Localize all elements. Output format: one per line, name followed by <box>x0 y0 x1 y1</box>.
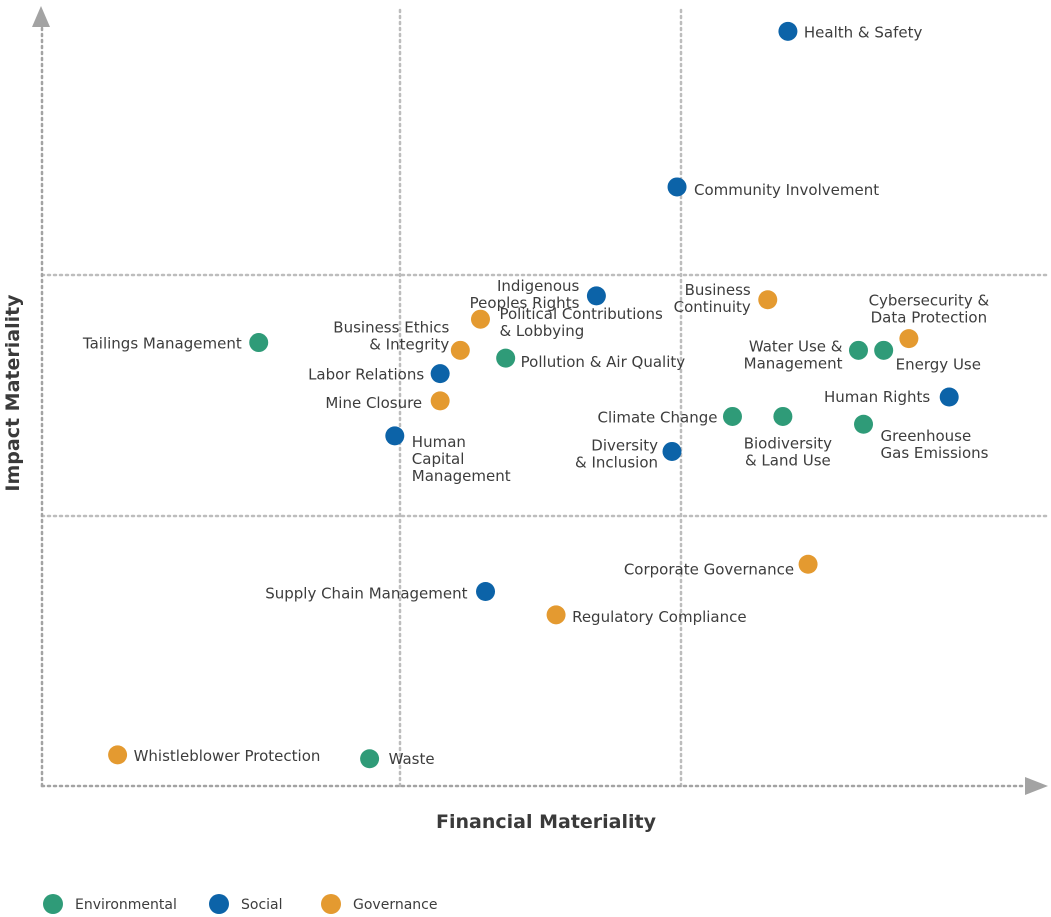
point-indigenous-peoples-rights <box>586 286 606 306</box>
point-labor-relations <box>430 364 450 384</box>
point-whistleblower-protection <box>108 745 128 765</box>
point-label-water-use-and-management: Water Use &Management <box>744 337 843 372</box>
point-label-biodiversity-and-land-use: Biodiversity& Land Use <box>744 434 832 469</box>
y-axis-arrow-icon <box>32 6 50 27</box>
point-biodiversity-and-land-use <box>773 406 793 426</box>
point-supply-chain-management <box>476 582 496 601</box>
point-label-regulatory-compliance: Regulatory Compliance <box>572 608 747 626</box>
point-water-use-and-management <box>848 340 868 360</box>
point-tailings-management <box>249 333 269 353</box>
point-label-mine-closure: Mine Closure <box>325 394 422 412</box>
point-label-pollution-and-air-quality: Pollution & Air Quality <box>521 353 686 371</box>
point-community-involvement <box>667 177 687 197</box>
legend-label-governance: Governance <box>353 897 437 913</box>
point-label-energy-use: Energy Use <box>896 355 981 373</box>
point-health-and-safety <box>778 21 798 41</box>
point-label-business-ethics-and-integrity: Business Ethics& Integrity <box>333 318 449 353</box>
point-human-rights <box>939 387 959 407</box>
legend-swatch-social <box>209 894 229 914</box>
point-label-human-rights: Human Rights <box>824 388 930 406</box>
x-axis-arrow-icon <box>1025 777 1048 795</box>
point-climate-change <box>722 406 742 426</box>
point-label-diversity-and-inclusion: Diversity& Inclusion <box>575 436 658 471</box>
point-label-labor-relations: Labor Relations <box>308 366 424 384</box>
point-label-climate-change: Climate Change <box>598 408 718 426</box>
x-axis-title: Financial Materiality <box>436 811 657 833</box>
point-corporate-governance <box>798 554 818 574</box>
point-label-cybersecurity-and-data-protection: Cybersecurity &Data Protection <box>869 292 990 327</box>
point-energy-use <box>874 340 894 360</box>
point-label-corporate-governance: Corporate Governance <box>624 560 794 578</box>
legend-label-social: Social <box>241 897 283 913</box>
point-label-community-involvement: Community Involvement <box>694 181 879 199</box>
legend-swatch-environmental <box>43 894 63 914</box>
point-pollution-and-air-quality <box>496 348 516 368</box>
point-label-supply-chain-management: Supply Chain Management <box>265 585 467 603</box>
point-business-ethics-and-integrity <box>450 340 470 360</box>
y-axis-title: Impact Materiality <box>2 294 24 492</box>
point-greenhouse-gas-emissions <box>854 414 874 434</box>
legend: Environmental Social Governance <box>43 894 437 914</box>
point-political-contributions-and-lobbying <box>470 309 490 329</box>
point-label-whistleblower-protection: Whistleblower Protection <box>134 747 321 765</box>
legend-label-environmental: Environmental <box>75 897 177 913</box>
point-label-waste: Waste <box>389 750 435 768</box>
point-mine-closure <box>430 391 450 411</box>
point-waste <box>360 749 380 769</box>
point-label-tailings-management: Tailings Management <box>82 335 242 353</box>
point-label-health-and-safety: Health & Safety <box>804 23 923 41</box>
point-cybersecurity-and-data-protection <box>899 329 919 349</box>
point-regulatory-compliance <box>546 605 566 625</box>
grid-lines <box>40 8 1051 788</box>
legend-swatch-governance <box>321 894 341 914</box>
point-human-capital-management <box>385 426 405 446</box>
point-diversity-and-inclusion <box>662 441 682 461</box>
point-business-continuity <box>758 290 778 310</box>
axes <box>32 6 1048 795</box>
point-label-political-contributions-and-lobbying: Political Contributions& Lobbying <box>499 305 663 340</box>
